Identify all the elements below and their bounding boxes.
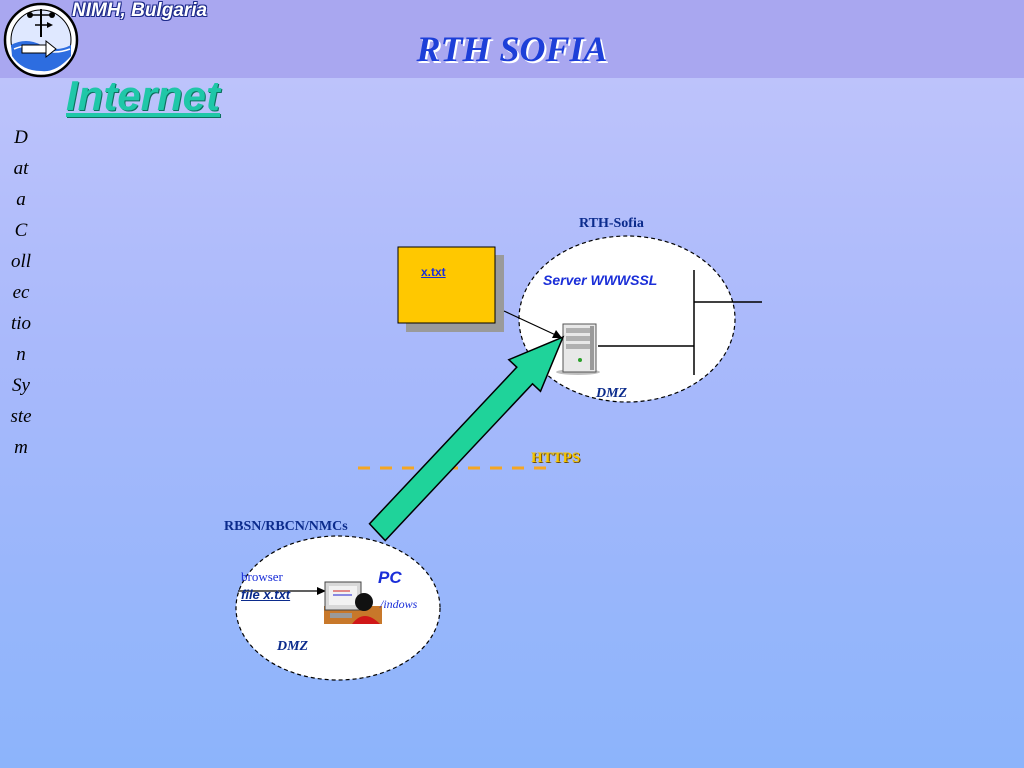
file-to-server-arrow xyxy=(503,310,561,338)
section-title: Internet xyxy=(66,72,221,119)
browser-label: browser xyxy=(241,569,283,584)
pc-workstation-icon xyxy=(324,581,382,624)
nmc-file-label: file x.txt xyxy=(241,587,291,602)
rth-dmz-label: DMZ xyxy=(596,386,628,401)
os-label: /indows xyxy=(380,597,418,611)
server-label: Server WWWSSL xyxy=(543,272,658,288)
file-box-label: x.txt xyxy=(421,265,446,279)
pc-label: PC xyxy=(378,568,402,587)
nimh-logo-icon xyxy=(3,2,79,78)
header-bar xyxy=(0,0,1024,78)
rth-site-label: RTH-Sofia xyxy=(579,216,644,231)
file-to-server-arrowhead xyxy=(552,330,562,338)
nmc-site-label: RBSN/RBCN/NMCs xyxy=(224,519,348,534)
file-box xyxy=(397,246,496,324)
https-label: HTTPS xyxy=(531,450,581,466)
vertical-caption: Data Collection System xyxy=(10,127,32,458)
page-title: RTH SOFIA xyxy=(416,29,608,69)
server-icon xyxy=(556,323,600,375)
rth-zone-ellipse xyxy=(518,235,736,403)
browser-to-pc-arrowhead xyxy=(317,587,326,595)
org-name: NIMH, Bulgaria xyxy=(72,0,208,21)
nmc-dmz-label: DMZ xyxy=(277,639,309,654)
https-upload-arrow xyxy=(368,335,565,542)
